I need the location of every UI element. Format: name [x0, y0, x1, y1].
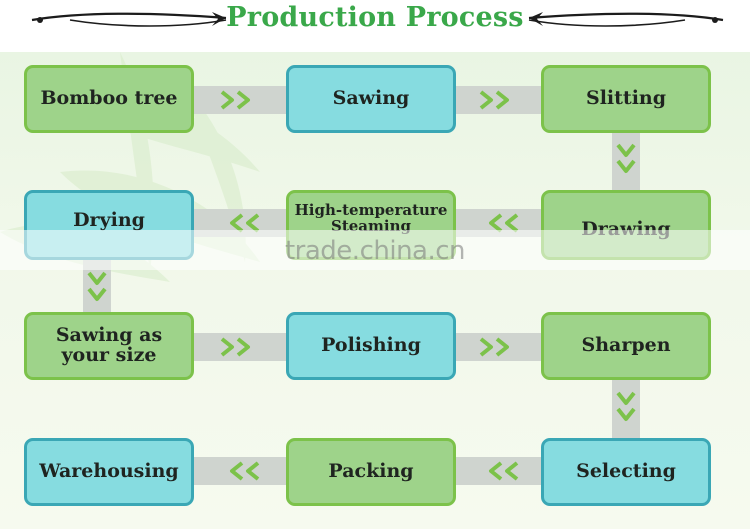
- connector-7-8: [192, 333, 288, 361]
- chevron-left-icon: [489, 213, 519, 233]
- connector-9-10: [612, 378, 640, 440]
- step-selecting: Selecting: [541, 438, 711, 506]
- step-packing: Packing: [286, 438, 456, 506]
- connector-8-9: [454, 333, 544, 361]
- step-sawing: Sawing: [286, 65, 456, 133]
- left-flourish-icon: [31, 12, 227, 27]
- right-flourish-icon: [528, 12, 724, 27]
- step-slitting: Slitting: [541, 65, 711, 133]
- chevron-left-icon: [230, 213, 260, 233]
- chevron-left-icon: [230, 461, 260, 481]
- title-bar: Production Process: [0, 0, 750, 44]
- chevron-right-icon: [220, 337, 250, 357]
- watermark-text: trade.china.cn: [284, 236, 466, 266]
- watermark-band: [0, 230, 750, 270]
- chevron-down-icon: [616, 391, 636, 421]
- connector-10-11: [454, 457, 544, 485]
- page-title: Production Process: [226, 2, 524, 33]
- chevron-right-icon: [220, 90, 250, 110]
- chevron-right-icon: [479, 337, 509, 357]
- chevron-down-icon: [616, 143, 636, 173]
- step-warehousing: Warehousing: [24, 438, 194, 506]
- connector-3-4: [612, 130, 640, 192]
- chevron-down-icon: [87, 271, 107, 301]
- step-bomboo-tree: Bomboo tree: [24, 65, 194, 133]
- connector-2-3: [454, 86, 544, 114]
- step-sharpen: Sharpen: [541, 312, 711, 380]
- chevron-right-icon: [479, 90, 509, 110]
- step-sawing-as-your-size: Sawing as your size: [24, 312, 194, 380]
- connector-1-2: [192, 86, 288, 114]
- chevron-left-icon: [489, 461, 519, 481]
- connector-11-12: [192, 457, 288, 485]
- step-polishing: Polishing: [286, 312, 456, 380]
